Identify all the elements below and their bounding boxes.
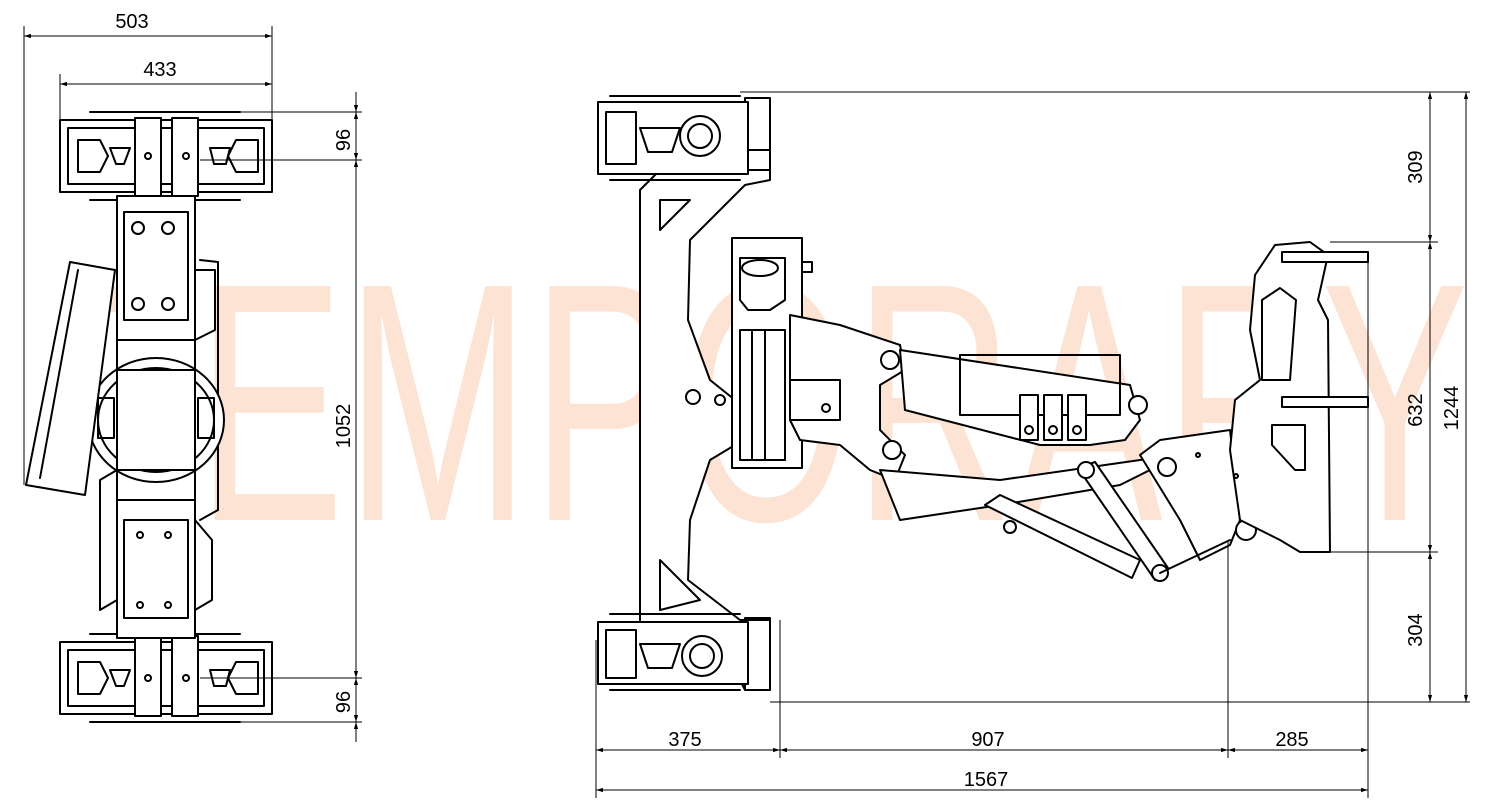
dim-1052: 1052	[333, 404, 355, 449]
dimension-lines	[23, 26, 1470, 798]
dim-285: 285	[1275, 729, 1308, 751]
dim-1244: 1244	[1441, 386, 1463, 431]
dim-96-bottom: 96	[333, 691, 355, 713]
dim-433: 433	[143, 59, 176, 81]
top-track	[597, 95, 749, 181]
dim-96-top: 96	[333, 129, 355, 151]
dim-503: 503	[115, 11, 148, 33]
dim-304: 304	[1405, 613, 1427, 646]
top-bogie	[59, 111, 273, 201]
dim-632: 632	[1405, 393, 1427, 426]
dim-309: 309	[1405, 150, 1427, 183]
dim-907: 907	[971, 729, 1004, 751]
bottom-track	[597, 613, 749, 691]
right-view-drawing	[597, 95, 1369, 691]
left-view-drawing	[25, 111, 273, 723]
bottom-bogie	[59, 633, 273, 723]
dim-375: 375	[668, 729, 701, 751]
dim-1567: 1567	[964, 769, 1009, 791]
dimension-labels: 503 433 96 1052 96 309 632 304 1244 375 …	[115, 11, 1463, 791]
